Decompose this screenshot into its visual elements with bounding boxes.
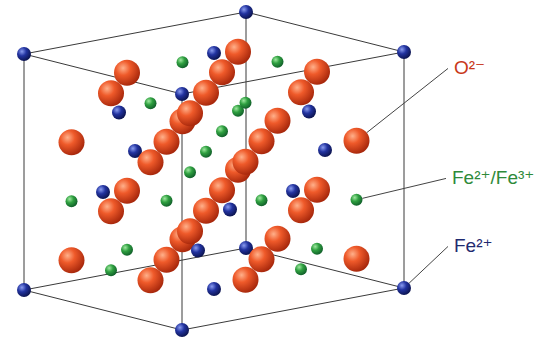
tetrahedral-iron-atom: [239, 5, 253, 19]
oxygen-atom: [209, 177, 235, 203]
oxygen-atom: [249, 246, 275, 272]
tetrahedral-iron-atom: [175, 87, 189, 101]
oxygen-atom: [225, 39, 251, 65]
tetrahedral-iron-atom: [397, 45, 411, 59]
oxygen-atom: [114, 178, 140, 204]
oxygen-atom: [233, 149, 259, 175]
oxygen-atom: [59, 129, 85, 155]
oxygen-atom: [288, 197, 314, 223]
tetrahedral-iron-atom: [17, 283, 31, 297]
tetrahedral-iron-atom: [286, 184, 300, 198]
oxygen-atom: [288, 79, 314, 105]
leader-line: [409, 246, 448, 283]
oxygen-atom: [59, 247, 85, 273]
octahedral-iron-atom: [200, 146, 212, 158]
tetrahedral-iron-atom: [207, 282, 221, 296]
tetrahedral-iron-atom: [17, 47, 31, 61]
octahedral-iron-atom: [295, 263, 307, 275]
tetrahedral-iron-atom: [302, 105, 316, 119]
octahedral-iron-atom: [145, 97, 157, 109]
oxygen-atom: [209, 59, 235, 85]
oxygen-atom: [154, 247, 180, 273]
octahedral-iron-atom: [311, 243, 323, 255]
unit-cell-edges: [24, 12, 404, 330]
leader-lines: [362, 68, 448, 283]
octahedral-iron-atom: [177, 56, 189, 68]
oxygen-atom: [233, 267, 259, 293]
ion-label: O²⁻: [452, 58, 487, 79]
oxygen-atom: [177, 100, 203, 126]
oxygen-atom: [193, 198, 219, 224]
tetrahedral-iron-atom: [175, 323, 189, 337]
octahedral-iron-atom: [216, 125, 228, 137]
oxygen-atom: [138, 149, 164, 175]
tetrahedral-iron-atom: [223, 203, 237, 217]
oxygen-atom: [304, 59, 330, 85]
octahedral-iron-atom: [272, 56, 284, 68]
octahedral-iron-atom: [105, 264, 117, 276]
cube-edge: [24, 54, 25, 290]
octahedral-iron-atom: [184, 166, 196, 178]
ion-label: Fe²⁺: [452, 236, 495, 257]
atom-group: [17, 5, 411, 337]
tetrahedral-iron-atom: [112, 106, 126, 120]
oxygen-atom: [193, 80, 219, 106]
oxygen-atom: [138, 267, 164, 293]
leader-line: [362, 178, 446, 198]
octahedral-iron-atom: [256, 194, 268, 206]
octahedral-iron-atom: [240, 97, 252, 109]
oxygen-atom: [154, 129, 180, 155]
oxygen-atom: [114, 60, 140, 86]
tetrahedral-iron-atom: [318, 143, 332, 157]
tetrahedral-iron-atom: [191, 244, 205, 258]
octahedral-iron-atom: [161, 195, 173, 207]
cube-edge: [404, 52, 405, 288]
tetrahedral-iron-atom: [397, 281, 411, 295]
oxygen-atom: [265, 108, 291, 134]
cube-edge: [246, 12, 404, 52]
oxygen-atom: [304, 177, 330, 203]
octahedral-iron-atom: [121, 244, 133, 256]
octahedral-iron-atom: [66, 195, 78, 207]
oxygen-atom: [344, 246, 370, 272]
leader-line: [367, 68, 448, 132]
oxygen-atom: [98, 198, 124, 224]
cube-edge: [24, 290, 182, 330]
oxygen-atom: [344, 128, 370, 154]
oxygen-atom: [249, 128, 275, 154]
octahedral-iron-atom: [351, 194, 363, 206]
oxygen-atom: [98, 80, 124, 106]
oxygen-atom: [177, 218, 203, 244]
ion-label: Fe²⁺/Fe³⁺: [450, 168, 536, 189]
tetrahedral-iron-atom: [207, 46, 221, 60]
tetrahedral-iron-atom: [96, 185, 110, 199]
oxygen-atom: [265, 226, 291, 252]
